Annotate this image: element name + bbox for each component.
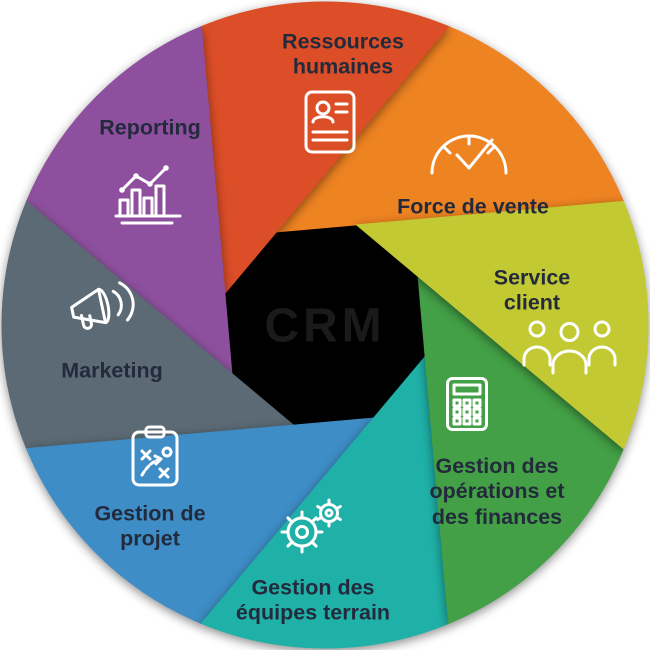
center-title: CRM — [264, 299, 386, 353]
segment-label-gestion-operations-finances: Gestion des opérations et des finances — [429, 453, 565, 529]
bar-chart-icon — [114, 165, 182, 225]
segment-gestion-operations-finances — [417, 275, 625, 625]
segment-label-service-client: Service client — [493, 265, 571, 315]
segment-service-client — [355, 200, 649, 450]
team-icon — [522, 320, 617, 375]
person-document-icon — [304, 90, 356, 154]
segment-label-reporting: Reporting — [99, 115, 201, 140]
segment-label-force-de-vente: Force de vente — [397, 194, 549, 219]
speedometer-icon-shapes — [430, 134, 508, 175]
segment-gestion-equipes-terrain — [200, 355, 450, 649]
strategy-clipboard-icon — [131, 425, 179, 487]
gears-icon — [280, 498, 342, 554]
speedometer-icon — [430, 134, 508, 175]
segment-marketing — [1, 200, 295, 450]
megaphone-icon — [70, 281, 135, 330]
segment-label-gestion-de-projet: Gestion de projet — [94, 501, 206, 551]
center-hole — [209, 209, 441, 441]
gears-icon-shapes — [280, 498, 342, 554]
segment-label-marketing: Marketing — [61, 358, 163, 383]
megaphone-icon-shapes — [70, 281, 135, 330]
person-document-icon-shapes — [304, 90, 356, 154]
calculator-icon — [446, 377, 488, 431]
bar-chart-icon-shapes — [114, 165, 182, 225]
segment-label-ressources-humaines: Ressources humaines — [282, 29, 404, 79]
segment-force-de-vente — [275, 25, 625, 233]
segment-label-gestion-equipes-terrain: Gestion des équipes terrain — [235, 575, 391, 625]
strategy-clipboard-icon-shapes — [131, 425, 179, 487]
segment-gestion-de-projet — [25, 417, 375, 625]
segment-ressources-humaines — [200, 1, 450, 295]
team-icon-shapes — [522, 320, 617, 375]
calculator-icon-shapes — [446, 377, 488, 431]
